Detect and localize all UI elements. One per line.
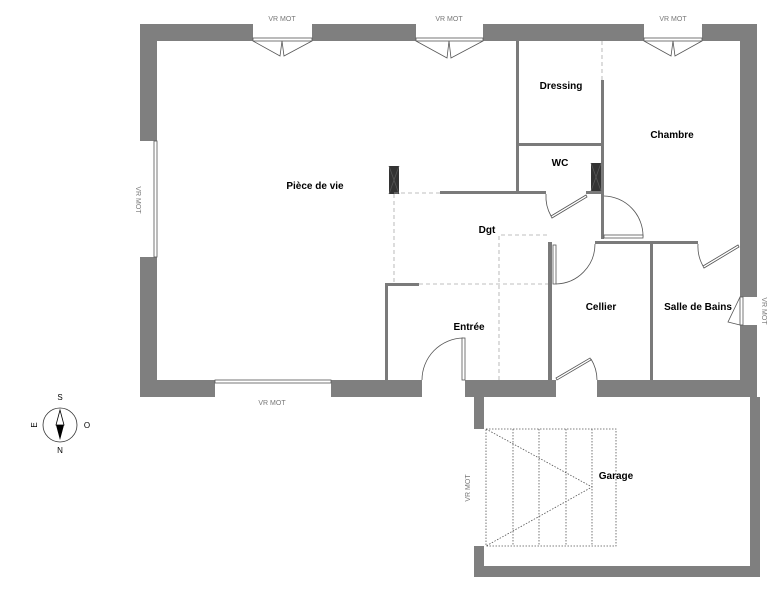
room-chambre: Chambre — [650, 130, 694, 141]
dashed-boundaries — [393, 41, 603, 380]
room-salle-de-bains: Salle de Bains — [664, 302, 732, 313]
room-entree: Entrée — [453, 322, 485, 333]
window-label: VR MOT — [258, 400, 286, 407]
room-dgt: Dgt — [479, 225, 496, 236]
window-label: VR MOT — [435, 16, 463, 23]
window-label: VR MOT — [134, 186, 141, 214]
room-piece-de-vie: Pièce de vie — [286, 181, 344, 192]
compass-south: S — [57, 393, 62, 402]
windows — [153, 37, 744, 384]
window-labels: VR MOT VR MOT VR MOT VR MOT VR MOT VR MO… — [134, 16, 767, 502]
room-wc: WC — [552, 158, 569, 169]
compass-needle-north — [56, 425, 64, 440]
room-labels: Pièce de vie Dressing Chambre WC Dgt Ent… — [286, 81, 732, 482]
compass-east: E — [30, 422, 39, 427]
compass-needle-south — [55, 408, 65, 426]
compass-north: N — [57, 446, 63, 455]
window-label: VR MOT — [465, 474, 472, 502]
window-label: VR MOT — [760, 297, 767, 325]
window-label: VR MOT — [659, 16, 687, 23]
exterior-walls — [140, 24, 757, 397]
compass-west: O — [84, 421, 90, 430]
room-cellier: Cellier — [586, 302, 617, 313]
room-dressing: Dressing — [540, 81, 583, 92]
compass-ring — [42, 407, 78, 443]
interior-walls — [385, 41, 698, 380]
garage-walls — [474, 397, 760, 577]
garage-stairs — [485, 428, 617, 547]
doors — [421, 193, 740, 381]
window-label: VR MOT — [268, 16, 296, 23]
compass: S N E O — [30, 393, 90, 455]
room-garage: Garage — [599, 471, 634, 482]
